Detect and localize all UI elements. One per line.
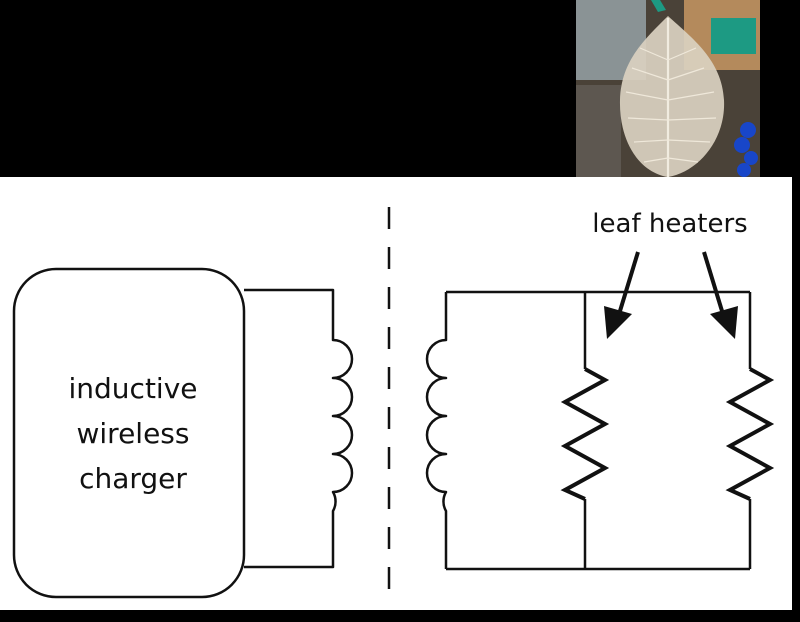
circuit-diagram: inductive wireless charger leaf heaters: [12, 207, 775, 601]
circuit-diagram-panel: inductive wireless charger leaf heaters: [0, 177, 792, 610]
charger-label-line-1: inductive: [69, 372, 198, 405]
leaf-heater-resistor-2: [725, 367, 775, 501]
leaf-heater-resistor-1: [560, 367, 610, 501]
receiver-coil: [425, 292, 448, 569]
heater-arrow-2: [702, 251, 738, 339]
transmitter-coil: [244, 288, 354, 569]
heater-arrow-1: [604, 251, 640, 339]
charger-label-line-3: charger: [79, 462, 187, 495]
charger-box: [12, 267, 246, 599]
charger-label-line-2: wireless: [77, 417, 190, 450]
leaf-shape: [619, 16, 725, 177]
leaf-photo-image: [576, 0, 760, 177]
receiver-wiring: [446, 290, 752, 571]
leaf-heaters-label: leaf heaters: [592, 209, 747, 239]
leaf-photo: [576, 0, 760, 177]
